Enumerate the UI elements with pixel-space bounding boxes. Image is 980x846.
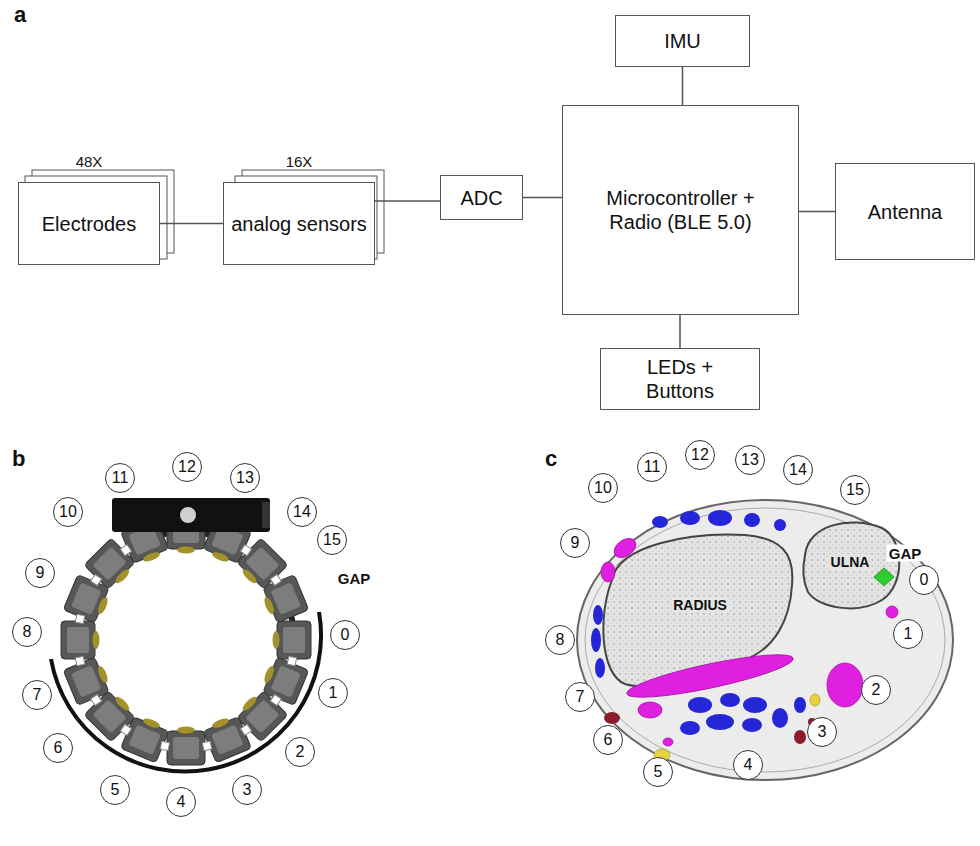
callout-number: 8 bbox=[12, 617, 42, 647]
count-label: 48X bbox=[19, 153, 159, 171]
magenta-structures bbox=[601, 535, 898, 746]
callout-number: 6 bbox=[593, 725, 623, 755]
band-arc bbox=[51, 612, 321, 772]
callout-number: 12 bbox=[172, 452, 202, 482]
callout-number: 3 bbox=[232, 775, 262, 805]
blue-structures bbox=[591, 510, 806, 735]
callout-number: 10 bbox=[588, 473, 618, 503]
box-label: Antenna bbox=[868, 200, 943, 224]
box-label: LEDs + Buttons bbox=[615, 355, 745, 403]
callout-number: 0 bbox=[330, 620, 360, 650]
callout-number: 8 bbox=[545, 625, 575, 655]
ulna-bone bbox=[803, 522, 899, 608]
callout-number: 2 bbox=[861, 675, 891, 705]
callout-number: 2 bbox=[285, 737, 315, 767]
connector bbox=[799, 211, 835, 213]
callout-number: 5 bbox=[100, 775, 130, 805]
yellow-structures bbox=[654, 694, 820, 761]
connector bbox=[375, 200, 440, 202]
box-label: analog sensors bbox=[231, 212, 367, 236]
callout-number: 7 bbox=[22, 680, 52, 710]
box-label: Microcontroller + Radio (BLE 5.0) bbox=[581, 186, 781, 234]
connector bbox=[682, 67, 684, 105]
red-structures bbox=[604, 712, 816, 744]
io-box: LEDs + Buttons bbox=[600, 348, 760, 410]
callout-number: 13 bbox=[230, 463, 260, 493]
callout-number: 13 bbox=[735, 445, 765, 475]
callout-number: 15 bbox=[317, 525, 347, 555]
callout-number: 11 bbox=[637, 452, 667, 482]
callout-number: 4 bbox=[166, 787, 196, 817]
count-label: 16X bbox=[224, 153, 374, 171]
skin-outline bbox=[577, 500, 953, 780]
callout-number: 14 bbox=[783, 455, 813, 485]
main-housing bbox=[112, 498, 270, 532]
electrode-modules bbox=[61, 515, 311, 765]
electrode-box: 48XElectrodes bbox=[18, 182, 160, 265]
bone-label: RADIUS bbox=[671, 597, 729, 613]
callout-number: 3 bbox=[807, 717, 837, 747]
imu-box: IMU bbox=[615, 15, 750, 67]
panel-letter: b bbox=[12, 446, 25, 472]
bone-label: ULNA bbox=[829, 554, 872, 570]
box-label: ADC bbox=[460, 186, 502, 210]
callout-number: 6 bbox=[43, 733, 73, 763]
adc-box: ADC bbox=[440, 175, 523, 220]
callout-number: 5 bbox=[643, 757, 673, 787]
box-label: Electrodes bbox=[42, 212, 137, 236]
connector bbox=[523, 197, 562, 199]
callout-number: 1 bbox=[318, 678, 348, 708]
callout-number: 15 bbox=[840, 475, 870, 505]
band-links bbox=[75, 545, 296, 751]
box-label: IMU bbox=[664, 29, 701, 53]
callout-number: 12 bbox=[685, 440, 715, 470]
callout-number: 1 bbox=[893, 619, 923, 649]
callout-number: 4 bbox=[733, 750, 763, 780]
microcontroller-box: Microcontroller + Radio (BLE 5.0) bbox=[562, 105, 799, 315]
gap-label: GAP bbox=[336, 570, 373, 587]
callout-number: 9 bbox=[560, 528, 590, 558]
panel-letter: a bbox=[14, 2, 26, 28]
callout-number: 0 bbox=[909, 565, 939, 595]
callout-number: 7 bbox=[565, 682, 595, 712]
panel-letter: c bbox=[545, 446, 557, 472]
callout-number: 14 bbox=[287, 497, 317, 527]
band-ring bbox=[78, 532, 294, 748]
gap-marker bbox=[874, 568, 894, 586]
gap-label: GAP bbox=[887, 545, 924, 562]
connector bbox=[679, 315, 681, 348]
callout-number: 9 bbox=[25, 558, 55, 588]
connector bbox=[160, 223, 223, 225]
antenna-box: Antenna bbox=[835, 163, 975, 260]
fascia-outline bbox=[585, 508, 945, 772]
callout-number: 10 bbox=[53, 497, 83, 527]
callout-number: 11 bbox=[105, 463, 135, 493]
sensor-box: 16Xanalog sensors bbox=[223, 182, 375, 265]
